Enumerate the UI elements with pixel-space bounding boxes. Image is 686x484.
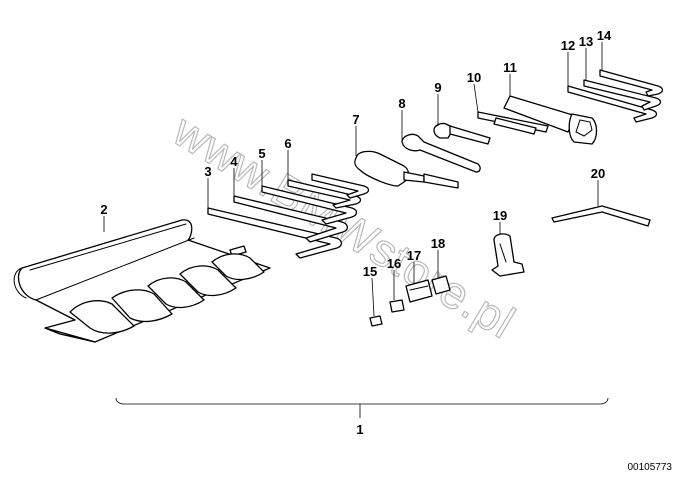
callout-18: 18 xyxy=(431,236,445,251)
fuse-puller xyxy=(491,233,525,277)
open-end-spanner xyxy=(401,133,481,173)
callout-13: 13 xyxy=(579,34,593,49)
callout-9: 9 xyxy=(434,80,441,95)
tool-roll-pouch xyxy=(13,219,271,343)
jack-handle xyxy=(551,205,651,227)
fuse-16 xyxy=(389,299,405,313)
callout-11: 11 xyxy=(503,60,517,75)
callout-15: 15 xyxy=(363,264,377,279)
callout-19: 19 xyxy=(493,208,507,223)
callout-6: 6 xyxy=(284,136,291,151)
callout-12: 12 xyxy=(561,38,575,53)
callout-5: 5 xyxy=(258,146,265,161)
fuse-15 xyxy=(369,315,383,327)
hex-key-14 xyxy=(599,69,664,97)
callout-16: 16 xyxy=(387,256,401,271)
fuse-18 xyxy=(431,275,451,295)
callout-10: 10 xyxy=(467,70,481,85)
bent-socket-wrench xyxy=(433,122,491,145)
extension-bar xyxy=(477,111,549,135)
callout-4: 4 xyxy=(230,154,238,169)
callout-labels: 1 2 3 4 5 6 7 8 9 10 11 12 13 14 15 16 1… xyxy=(100,28,612,437)
hex-key-3 xyxy=(207,207,343,259)
hex-key-13 xyxy=(583,79,662,111)
fuse-17 xyxy=(405,279,433,303)
callout-7: 7 xyxy=(352,112,359,127)
hex-key-12 xyxy=(567,85,658,123)
wheel-brace xyxy=(503,95,598,145)
leader-lines xyxy=(103,42,609,418)
callout-2: 2 xyxy=(100,202,107,217)
callout-17: 17 xyxy=(407,248,421,263)
diagram-reference-number: 00105773 xyxy=(628,462,673,473)
hex-key-6 xyxy=(287,173,370,209)
callout-20: 20 xyxy=(591,166,605,181)
callout-1: 1 xyxy=(356,422,363,437)
hex-key-4 xyxy=(233,195,349,243)
screwdriver xyxy=(354,150,459,189)
hex-key-5 xyxy=(261,185,358,225)
callout-8: 8 xyxy=(398,96,405,111)
callout-14: 14 xyxy=(597,28,612,43)
callout-3: 3 xyxy=(204,164,211,179)
